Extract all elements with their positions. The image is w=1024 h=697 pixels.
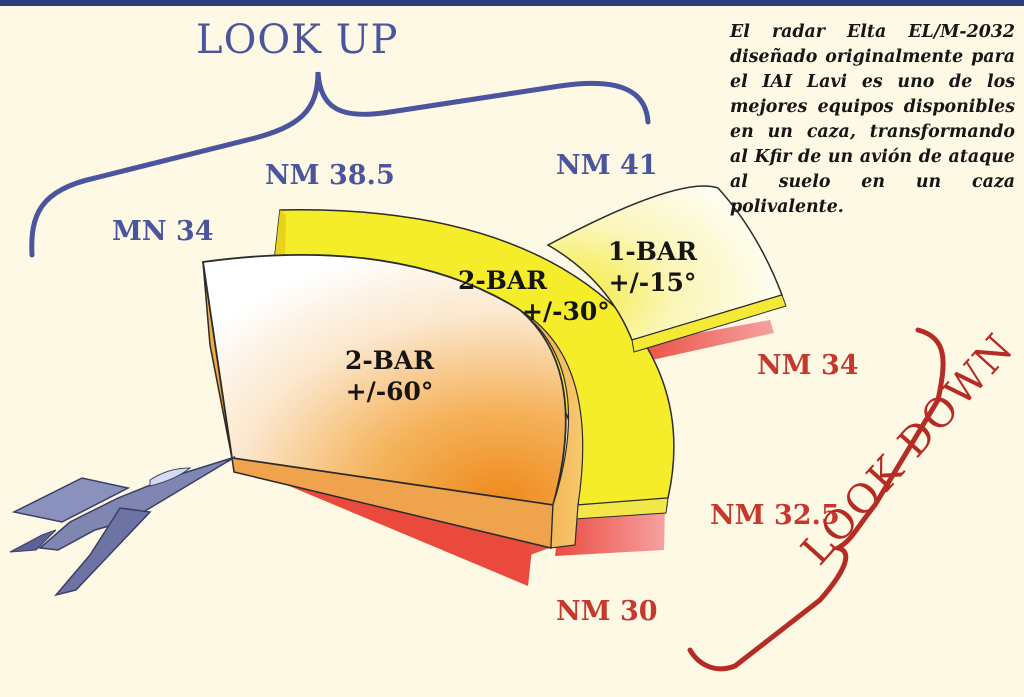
look-down-range-middle: NM 32.5 bbox=[710, 500, 840, 531]
look-down-range-bottom: NM 30 bbox=[556, 596, 658, 627]
sector-1bar-15-front bbox=[631, 294, 787, 353]
sector-2bar-30-side bbox=[275, 210, 286, 262]
sector-2bar-60-top bbox=[201, 253, 567, 507]
mode-label-1bar-15: 1-BAR +/-15° bbox=[608, 236, 697, 299]
look-up-range-left: MN 34 bbox=[112, 216, 214, 247]
look-up-label: LOOK UP bbox=[196, 17, 399, 63]
caption-text: El radar Elta EL/M-2032 diseñado origina… bbox=[730, 22, 1015, 217]
look-down-range-top: NM 34 bbox=[757, 350, 859, 381]
mode-scan: +/-15° bbox=[608, 268, 697, 298]
look-up-brace bbox=[29, 71, 651, 258]
mode-bars: 2-BAR bbox=[345, 346, 435, 375]
mode-scan: +/-60° bbox=[345, 377, 434, 407]
mode-scan: +/-30° bbox=[522, 297, 610, 327]
mode-label-2bar-60: 2-BAR +/-60° bbox=[345, 345, 434, 408]
look-up-range-middle: NM 38.5 bbox=[265, 160, 395, 191]
mode-label-2bar-30: 2-BAR +/-30° bbox=[458, 265, 610, 328]
look-down-sector-narrow bbox=[632, 320, 774, 364]
mode-bars: 2-BAR bbox=[458, 266, 548, 295]
look-down-brace bbox=[687, 327, 946, 672]
look-up-range-right: NM 41 bbox=[556, 150, 658, 181]
fighter-jet-icon bbox=[9, 456, 236, 597]
sector-2bar-60-front bbox=[519, 309, 584, 549]
sector-1bar-15-top bbox=[546, 185, 783, 341]
mode-bars: 1-BAR bbox=[608, 237, 698, 266]
top-rule bbox=[0, 0, 1024, 6]
